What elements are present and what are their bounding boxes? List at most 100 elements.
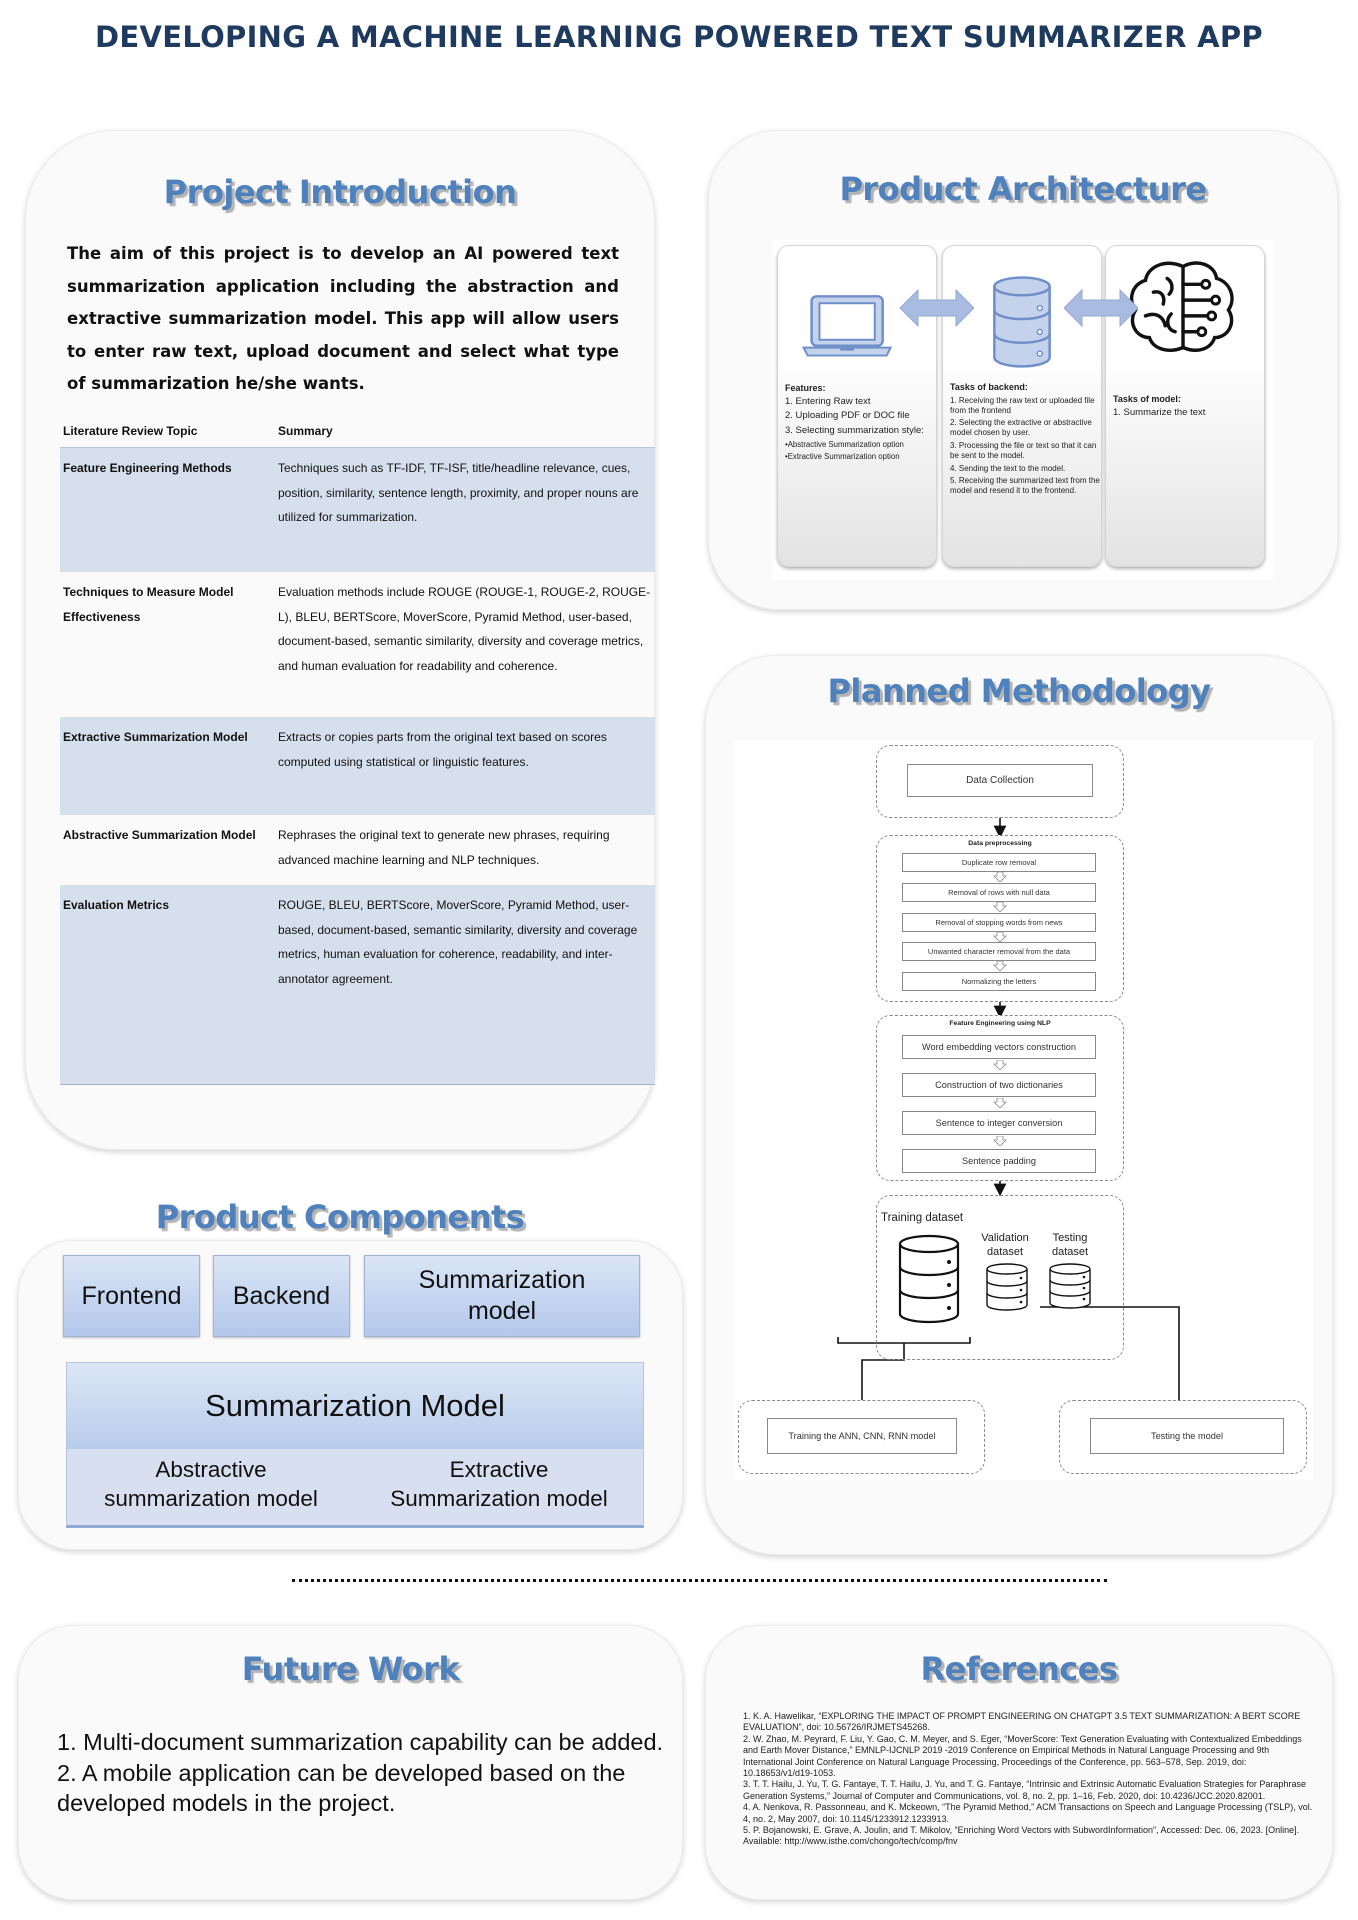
backend-task: 1. Receiving the raw text or uploaded fi… xyxy=(950,395,1095,415)
feature-engineering-step: Sentence to integer conversion xyxy=(902,1111,1096,1135)
testing-group: Testing the model xyxy=(1059,1400,1307,1474)
future-work-item: 1. Multi-document summarization capabili… xyxy=(57,1729,664,1755)
validation-dataset-label: Validation dataset xyxy=(981,1232,1029,1258)
column-header-topic: Literature Review Topic xyxy=(63,424,198,438)
frontend-item: 3. Selecting summarization style: xyxy=(785,424,924,436)
planned-methodology-panel: Planned Methodology Data Collection xyxy=(705,655,1333,1555)
training-group: Training the ANN, CNN, RNN model xyxy=(738,1400,985,1474)
laptop-icon xyxy=(802,295,893,357)
model-column: Tasks of model: 1. Summarize the text xyxy=(1105,245,1265,567)
component-frontend: Frontend xyxy=(63,1255,200,1337)
section-divider xyxy=(292,1579,1107,1582)
future-work-item: 2. A mobile application can be developed… xyxy=(57,1759,626,1817)
column-header-summary: Summary xyxy=(278,424,333,438)
testing-step: Testing the model xyxy=(1090,1418,1284,1454)
frontend-item: 1. Entering Raw text xyxy=(785,395,871,407)
row-topic: Abstractive Summarization Model xyxy=(63,828,256,842)
model-task: 1. Summarize the text xyxy=(1113,406,1206,418)
table-row: Evaluation Metrics ROUGE, BLEU, BERTScor… xyxy=(60,885,655,1085)
architecture-diagram: Features: 1. Entering Raw text 2. Upload… xyxy=(772,240,1274,580)
intro-paragraph: The aim of this project is to develop an… xyxy=(67,244,619,393)
down-arrow-icon xyxy=(993,1098,1007,1108)
section-title-future-work: Future Work xyxy=(241,1650,460,1688)
down-arrow-icon xyxy=(993,872,1007,882)
section-title-methodology: Planned Methodology xyxy=(827,672,1211,710)
backend-heading: Tasks of backend: xyxy=(950,382,1028,392)
extractive-model-label: Extractive Summarization model xyxy=(390,1457,608,1511)
product-components-panel: Frontend Backend Summarization model Sum… xyxy=(18,1240,683,1550)
literature-review-table: Literature Review Topic Summary Feature … xyxy=(60,415,655,1085)
section-title-introduction: Project Introduction xyxy=(163,173,517,211)
preprocessing-step: Unwanted character removal from the data xyxy=(902,942,1096,961)
section-title-references: References xyxy=(920,1650,1118,1688)
down-arrow-icon xyxy=(993,902,1007,912)
row-summary: Rephrases the original text to generate … xyxy=(278,828,610,867)
row-topic: Techniques to Measure Model Effectivenes… xyxy=(63,585,234,624)
model-heading: Tasks of model: xyxy=(1113,394,1181,404)
datasets-group: Training dataset Validation dataset Test… xyxy=(876,1195,1124,1360)
row-topic: Extractive Summarization Model xyxy=(63,730,248,744)
reference-item: 4. A. Nenkova, R. Passonneau, and K. Mck… xyxy=(743,1802,1313,1824)
down-arrow-icon xyxy=(993,961,1007,971)
backend-task: 3. Processing the file or text so that i… xyxy=(950,440,1097,460)
feature-engineering-step: Word embedding vectors construction xyxy=(902,1035,1096,1059)
references-panel: References 1. K. A. Hawelikar, “EXPLORIN… xyxy=(705,1625,1333,1900)
table-row: Abstractive Summarization Model Rephrase… xyxy=(60,815,655,885)
preprocessing-step: Removal of rows with null data xyxy=(902,883,1096,902)
training-step: Training the ANN, CNN, RNN model xyxy=(767,1418,957,1454)
preprocessing-step: Normalizing the letters xyxy=(902,972,1096,991)
data-collection-step: Data Collection xyxy=(907,764,1093,797)
feature-engineering-group: Feature Engineering using NLP Word embed… xyxy=(876,1015,1124,1181)
frontend-subitem: •Extractive Summarization option xyxy=(785,451,900,461)
training-dataset-label: Training dataset xyxy=(881,1212,964,1224)
component-backend: Backend xyxy=(213,1255,350,1337)
table-header-row: Literature Review Topic Summary xyxy=(60,415,655,448)
component-summarization-model: Summarization model xyxy=(364,1255,640,1337)
backend-task: 5. Receiving the summarized text from th… xyxy=(950,476,1100,496)
abstractive-model-label: Abstractive summarization model xyxy=(104,1457,318,1511)
references-list: 1. K. A. Hawelikar, “EXPLORING THE IMPAC… xyxy=(743,1711,1318,1848)
data-preprocessing-group: Data preprocessing Duplicate row removal… xyxy=(876,835,1124,1002)
reference-item: 2. W. Zhao, M. Peyrard, F. Liu, Y. Gao, … xyxy=(743,1733,1302,1779)
future-work-panel: Future Work 1. Multi-document summarizat… xyxy=(18,1625,683,1900)
table-row: Feature Engineering Methods Techniques s… xyxy=(60,448,655,572)
backend-tasks: Tasks of backend: 1. Receiving the raw t… xyxy=(950,382,1100,499)
preprocessing-step: Removal of stopping words from news xyxy=(902,913,1096,932)
product-architecture-panel: Product Architecture Features: 1. Enteri… xyxy=(708,130,1338,610)
section-title-architecture: Product Architecture xyxy=(839,170,1207,208)
model-tasks: Tasks of model: 1. Summarize the text xyxy=(1113,394,1263,422)
flow-connectors xyxy=(837,818,1186,1427)
frontend-item: 2. Uploading PDF or DOC file xyxy=(785,410,910,421)
summarization-model-title: Summarization Model xyxy=(67,1363,643,1449)
testing-dataset-label: Testing dataset xyxy=(1051,1232,1089,1258)
data-collection-group: Data Collection xyxy=(876,745,1124,818)
down-arrow-icon xyxy=(993,1136,1007,1146)
project-introduction-panel: Project Introduction The aim of this pro… xyxy=(25,130,655,1150)
down-arrow-icon xyxy=(993,932,1007,942)
table-row: Extractive Summarization Model Extracts … xyxy=(60,717,655,815)
database-icon xyxy=(993,276,1051,368)
validation-database-icon xyxy=(986,1263,1028,1311)
backend-task: 4. Sending the text to the model. xyxy=(950,463,1066,473)
testing-database-icon xyxy=(1049,1263,1091,1309)
feature-engineering-step: Sentence padding xyxy=(902,1149,1096,1173)
row-summary: Evaluation methods include ROUGE (ROUGE-… xyxy=(278,585,651,673)
row-topic: Evaluation Metrics xyxy=(63,898,170,912)
row-summary: Techniques such as TF-IDF, TF-ISF, title… xyxy=(278,461,639,524)
backend-task: 2. Selecting the extractive or abstracti… xyxy=(950,418,1092,438)
poster-title: DEVELOPING A MACHINE LEARNING POWERED TE… xyxy=(95,20,1263,54)
table-row: Techniques to Measure Model Effectivenes… xyxy=(60,572,655,717)
preprocessing-step: Duplicate row removal xyxy=(902,853,1096,872)
future-work-list: 1. Multi-document summarization capabili… xyxy=(57,1727,677,1819)
feature-engineering-label: Feature Engineering using NLP xyxy=(949,1020,1051,1027)
row-summary: Extracts or copies parts from the origin… xyxy=(278,730,607,769)
section-title-components: Product Components xyxy=(155,1198,525,1236)
frontend-heading: Features: xyxy=(785,383,826,393)
feature-engineering-step: Construction of two dictionaries xyxy=(902,1073,1096,1097)
training-database-icon xyxy=(898,1234,960,1324)
reference-item: 1. K. A. Hawelikar, “EXPLORING THE IMPAC… xyxy=(743,1711,1301,1733)
row-topic: Feature Engineering Methods xyxy=(63,461,232,475)
bidirectional-arrow-icon xyxy=(900,288,974,328)
preprocessing-label: Data preprocessing xyxy=(968,840,1032,847)
frontend-subitem: •Abstractive Summarization option xyxy=(785,440,904,449)
